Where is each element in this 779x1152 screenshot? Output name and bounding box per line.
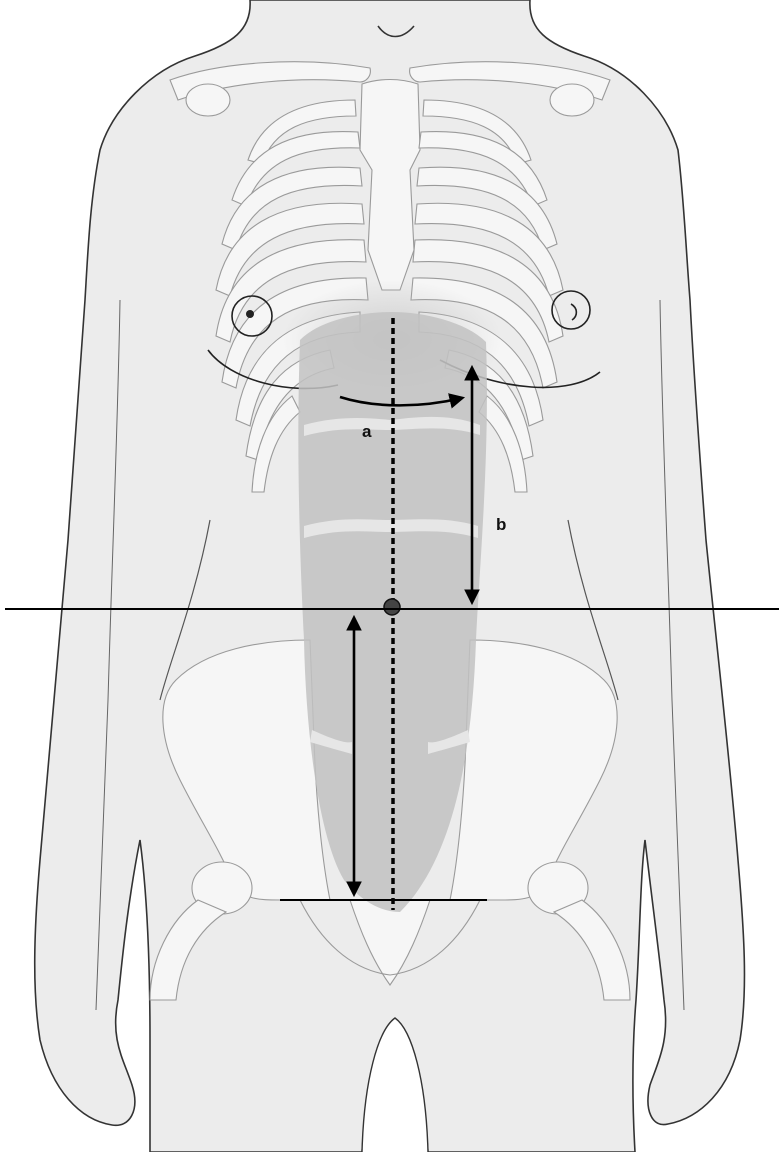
label-b: b [496,515,506,534]
label-a: a [362,422,372,441]
left-shoulder-joint [186,84,230,116]
left-nipple-center [246,310,254,318]
right-shoulder-joint [550,84,594,116]
umbilicus [384,599,400,615]
